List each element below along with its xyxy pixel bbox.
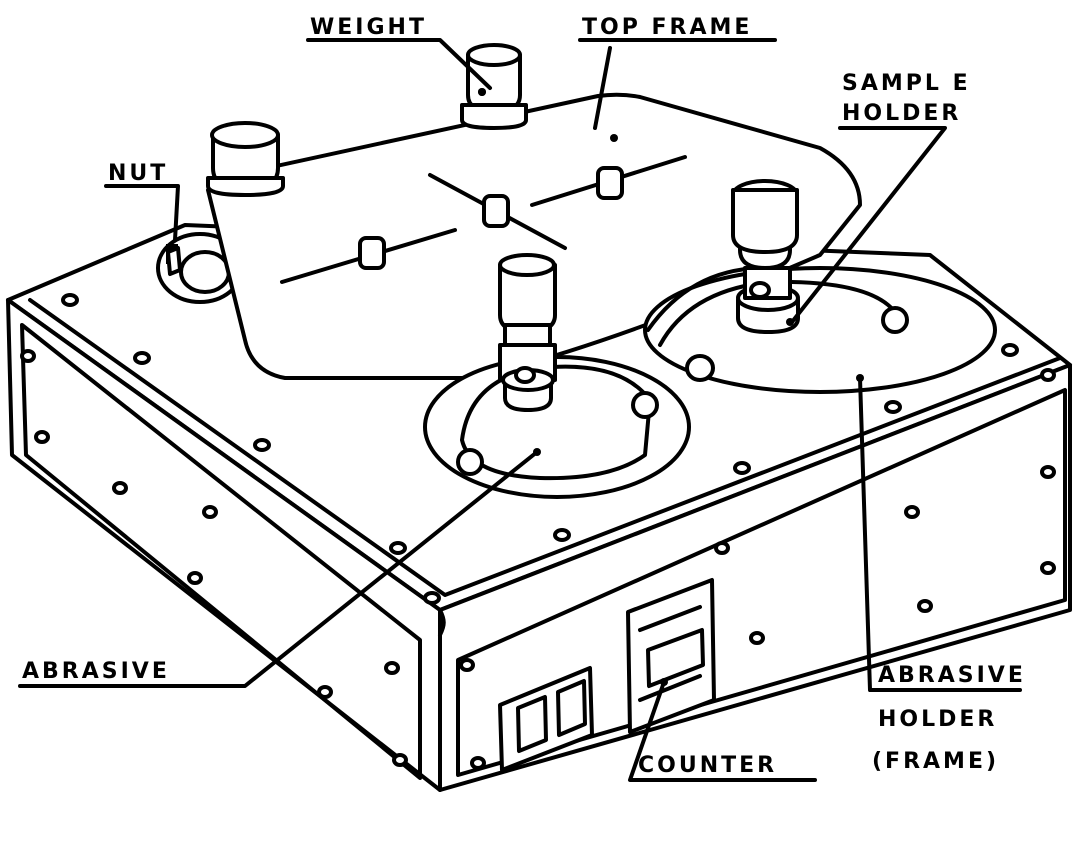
abrasive-holder-right	[643, 266, 997, 394]
label-top-frame: TOP FRAME	[582, 15, 752, 40]
label-sample-holder-1: SAMPL E	[842, 71, 971, 96]
top-frame	[206, 92, 862, 380]
label-abrasive: ABRASIVE	[22, 659, 170, 684]
label-nut: NUT	[108, 161, 168, 186]
label-abrasive-holder-1: ABRASIVE	[878, 663, 1026, 688]
sample-holder-front	[498, 253, 557, 412]
counter-box	[626, 578, 716, 734]
sample-holder-right	[731, 179, 800, 334]
weight-back-center	[460, 43, 528, 130]
label-abrasive-holder-3: (FRAME)	[872, 749, 999, 774]
label-weight: WEIGHT	[310, 15, 427, 40]
label-abrasive-holder-2: HOLDER	[878, 707, 997, 732]
label-sample-holder-2: HOLDER	[842, 101, 961, 126]
leader-lines	[18, 38, 1022, 782]
label-counter: COUNTER	[638, 753, 777, 778]
switch-panel	[498, 666, 594, 772]
abrasive-holder-front	[423, 355, 691, 499]
labels: WEIGHT TOP FRAME SAMPL E HOLDER NUT ABRA…	[22, 15, 1026, 778]
weight-back-left	[206, 121, 285, 197]
